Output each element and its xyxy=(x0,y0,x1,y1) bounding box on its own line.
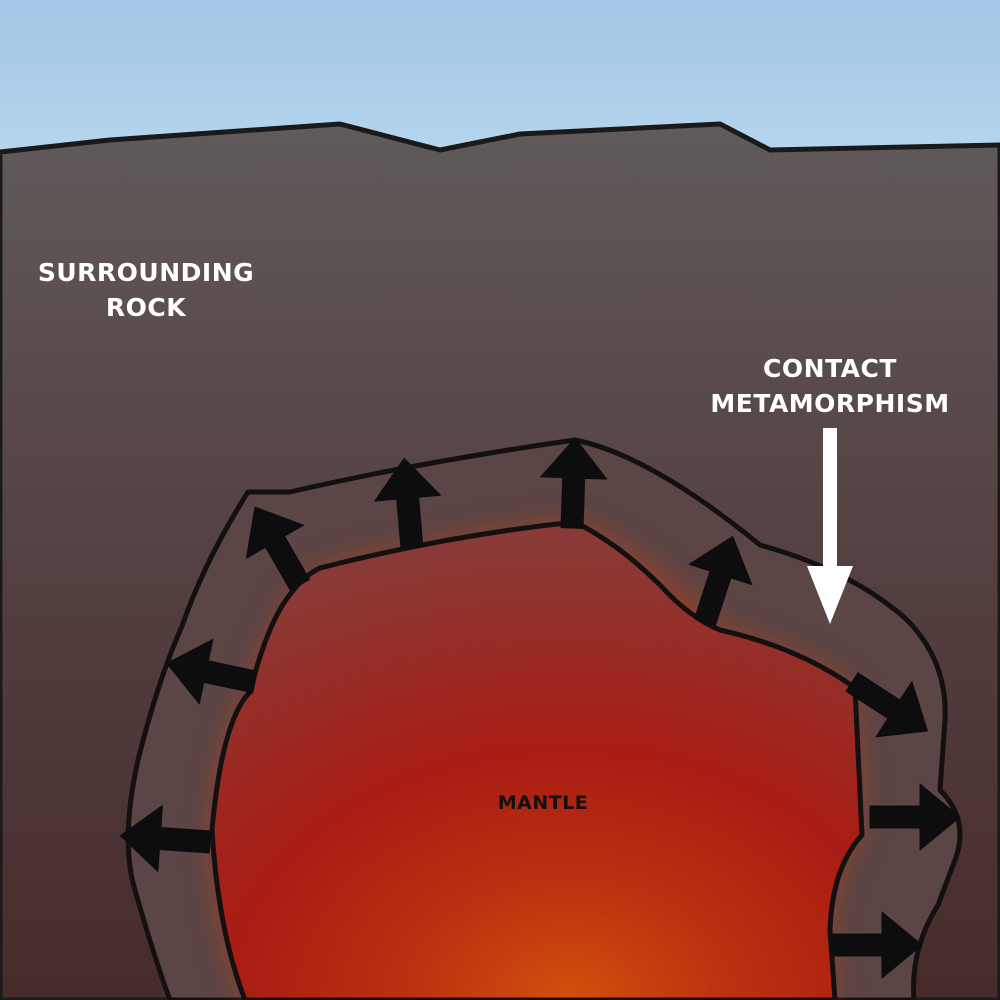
heat-arrow-right-upper xyxy=(845,672,928,738)
heat-arrow-top-left xyxy=(245,506,311,591)
heat-arrow-left-lower xyxy=(119,805,212,872)
surrounding-rock-label-line1: SURROUNDING xyxy=(38,258,254,287)
heat-arrow-top-right xyxy=(688,535,753,626)
contact-metamorphism-pointer xyxy=(807,428,853,624)
heat-arrow-top-center xyxy=(540,437,608,529)
heat-arrow-top-center-left xyxy=(374,457,442,550)
heat-arrow-left-upper xyxy=(166,638,258,705)
surrounding-rock-label-line2: ROCK xyxy=(106,293,187,322)
contact-metamorphism-label-line2: METAMORPHISM xyxy=(710,389,949,418)
heat-arrow-right-middle xyxy=(869,783,961,851)
heat-arrow-right-lower xyxy=(831,911,923,979)
contact-metamorphism-label-line1: CONTACT xyxy=(763,354,897,383)
heat-arrows xyxy=(119,437,961,979)
mantle-label: MANTLE xyxy=(498,792,589,814)
